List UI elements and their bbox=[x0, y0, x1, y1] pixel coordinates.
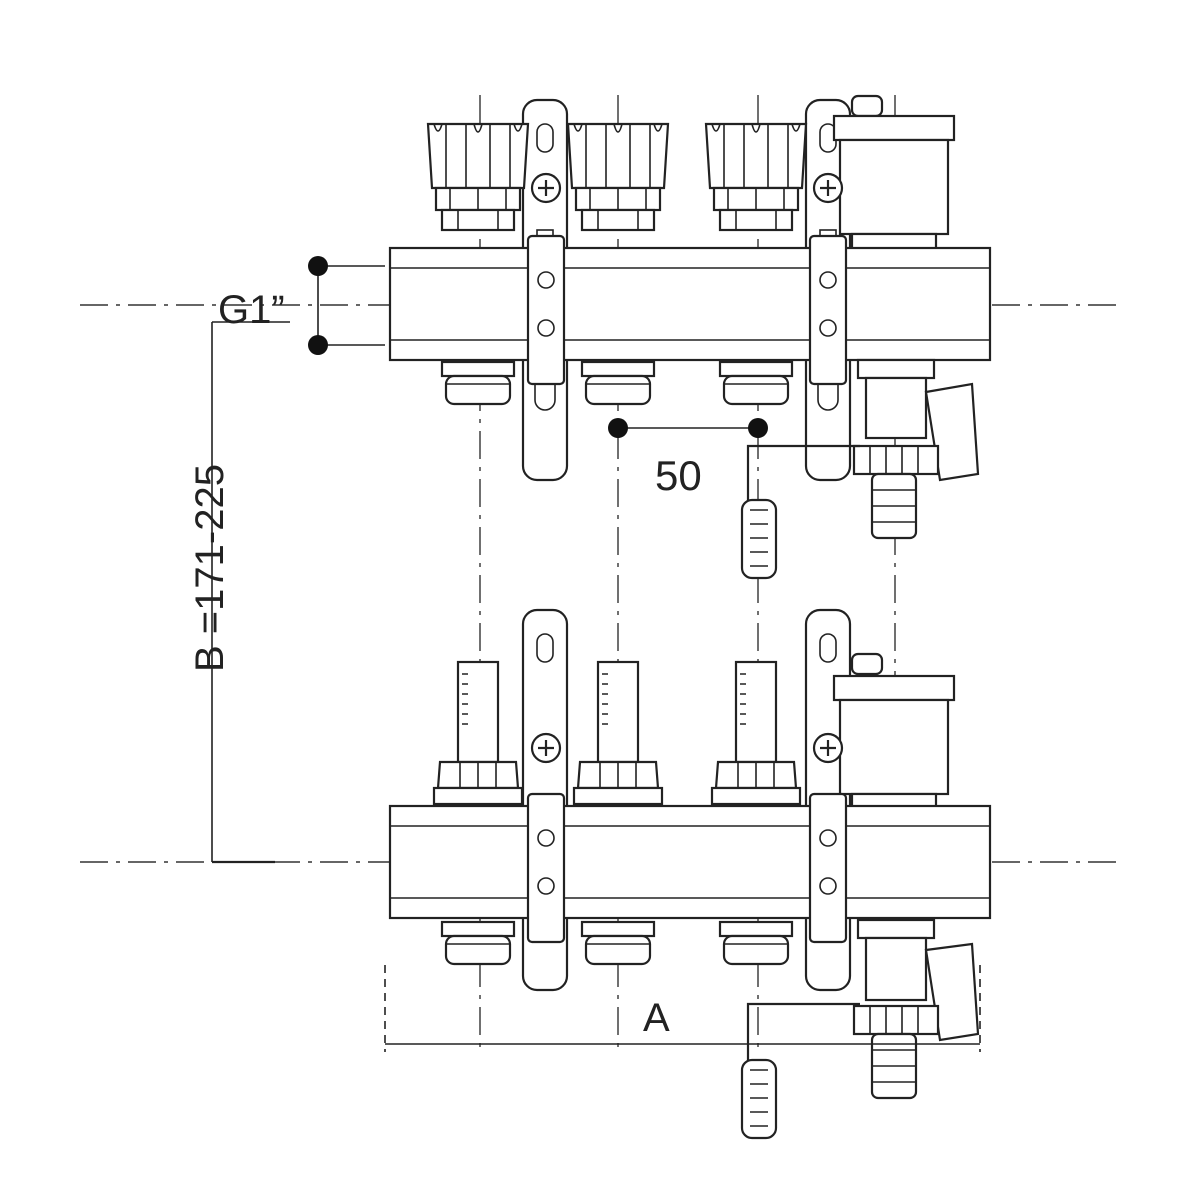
top-valve-caps bbox=[426, 122, 808, 232]
bottom-bar-straps bbox=[526, 732, 848, 944]
bottom-flow-meters bbox=[432, 660, 802, 806]
top-outlets bbox=[440, 360, 794, 406]
bottom-manifold-bar bbox=[388, 804, 992, 920]
g1-dimension bbox=[308, 256, 385, 355]
width-dimension-label: A bbox=[643, 996, 670, 1040]
outlet-spacing-dimension bbox=[608, 418, 768, 438]
bottom-air-vent bbox=[832, 652, 956, 812]
bottom-drain-valve bbox=[740, 918, 980, 1140]
top-drain-valve bbox=[740, 358, 980, 580]
top-manifold-bar bbox=[388, 246, 992, 362]
a-dimension bbox=[384, 965, 981, 1052]
height-dimension-label: B =171-225 bbox=[188, 464, 232, 672]
bottom-outlets bbox=[440, 920, 794, 966]
top-air-vent bbox=[832, 94, 956, 252]
outlet-spacing-label: 50 bbox=[655, 452, 702, 499]
top-bar-straps bbox=[526, 172, 848, 386]
g1-label: G1” bbox=[218, 288, 285, 332]
b-dimension bbox=[211, 321, 290, 864]
